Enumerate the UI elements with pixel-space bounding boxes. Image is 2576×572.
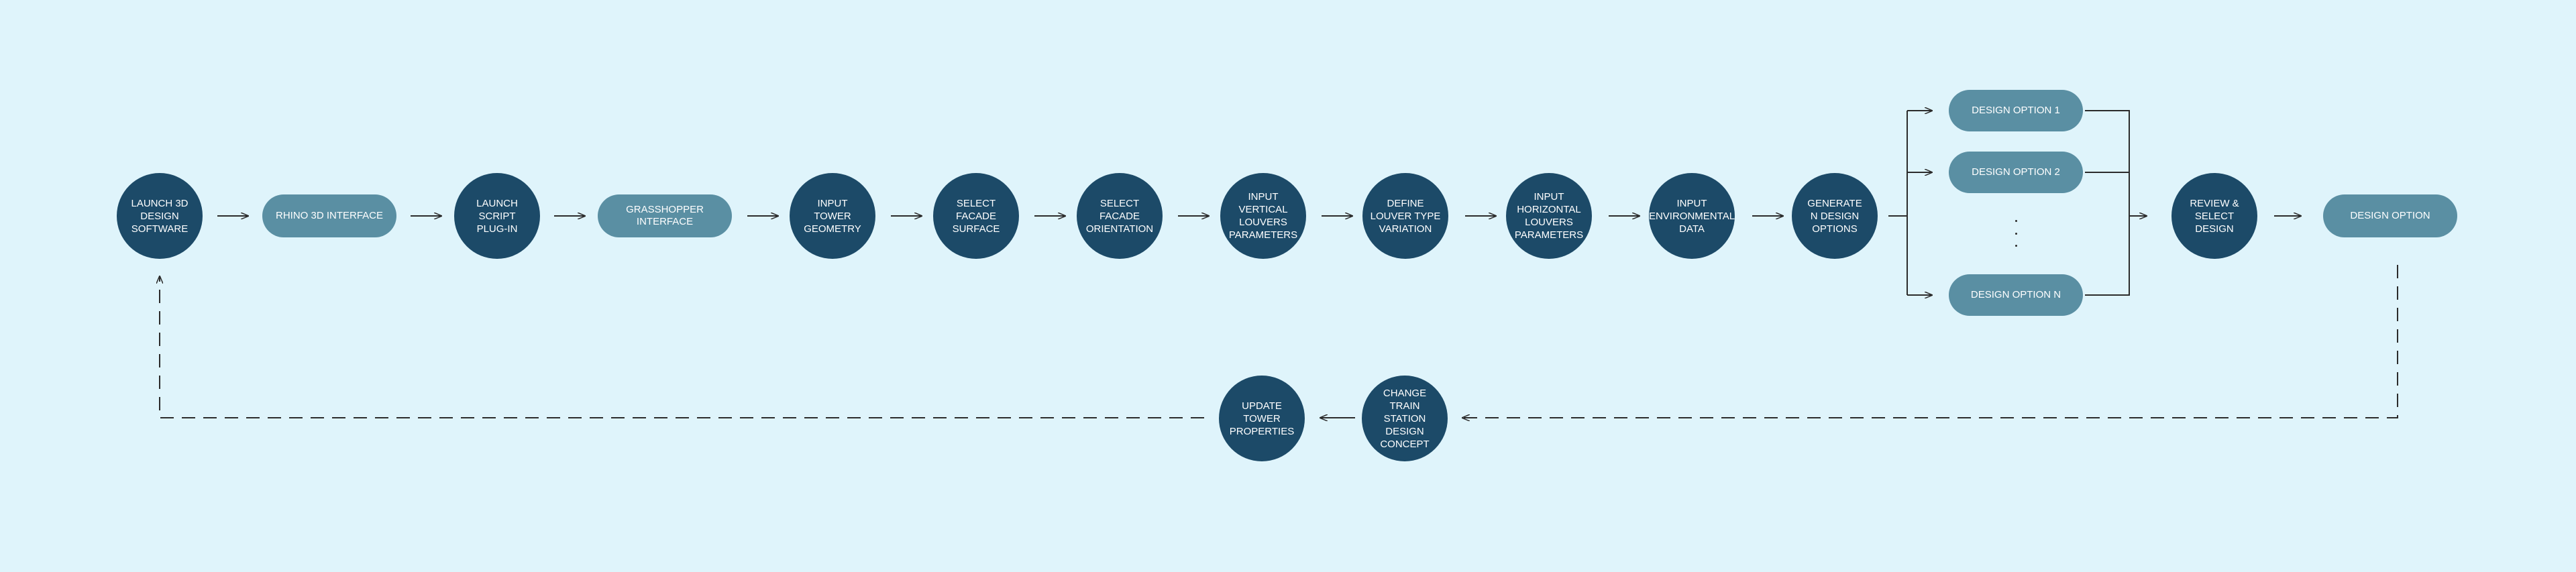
ellipsis-dot bbox=[2015, 232, 2017, 235]
node-design-option-1: DESIGN OPTION 1 bbox=[1949, 90, 2083, 131]
node-define-louver-type: DEFINE LOUVER TYPE VARIATION bbox=[1362, 173, 1448, 259]
node-label: DESIGN OPTION 2 bbox=[1972, 166, 2060, 178]
node-label: UPDATE TOWER PROPERTIES bbox=[1229, 400, 1295, 437]
node-label: LAUNCH 3D DESIGN SOFTWARE bbox=[131, 197, 189, 235]
node-label: DEFINE LOUVER TYPE VARIATION bbox=[1370, 197, 1441, 235]
node-label: CHANGE TRAIN STATION DESIGN CONCEPT bbox=[1380, 387, 1430, 450]
ellipsis-more-options bbox=[2015, 220, 2017, 247]
node-design-option-n: DESIGN OPTION n bbox=[1949, 274, 2083, 316]
node-label: DESIGN OPTION n bbox=[1970, 289, 2061, 300]
node-input-tower-geometry: INPUT TOWER GEOMETRY bbox=[790, 173, 875, 259]
node-launch-script-plugin: LAUNCH SCRIPT PLUG-IN bbox=[454, 173, 540, 259]
branch-generate-options bbox=[1888, 111, 1908, 295]
node-grasshopper-interface: GRASSHOPPER INTERFACE bbox=[598, 194, 732, 237]
node-label: SELECT FACADE SURFACE bbox=[952, 197, 1000, 235]
dashed-design-option-to-change bbox=[1462, 265, 2398, 418]
node-label: DESIGN OPTION 1 bbox=[1972, 105, 2060, 116]
node-label: INPUT TOWER GEOMETRY bbox=[804, 197, 861, 235]
node-label: DESIGN OPTION bbox=[2350, 210, 2430, 221]
node-input-environmental-data: INPUT ENVIRONMENTAL DATA bbox=[1649, 173, 1735, 259]
node-label: INPUT HORIZONTAL LOUVERS PARAMETERS bbox=[1514, 191, 1584, 241]
node-label: INPUT VERTICAL LOUVERS PARAMETERS bbox=[1228, 191, 1298, 241]
node-label: LAUNCH SCRIPT PLUG-IN bbox=[476, 197, 518, 235]
ellipsis-dot bbox=[2015, 220, 2017, 222]
node-label: GENERATE n DESIGN OPTIONS bbox=[1807, 197, 1862, 235]
node-review-select-design: REVIEW & SELECT DESIGN bbox=[2171, 173, 2257, 259]
node-generate-design-options: GENERATE n DESIGN OPTIONS bbox=[1792, 173, 1878, 259]
node-input-vertical-louvers: INPUT VERTICAL LOUVERS PARAMETERS bbox=[1220, 173, 1306, 259]
node-change-train-station-concept: CHANGE TRAIN STATION DESIGN CONCEPT bbox=[1362, 376, 1448, 461]
merge-options-review bbox=[2085, 110, 2130, 296]
node-design-option-2: DESIGN OPTION 2 bbox=[1949, 152, 2083, 193]
node-select-facade-orientation: SELECT FACADE ORIENTATION bbox=[1077, 173, 1163, 259]
node-label: RHINO 3D INTERFACE bbox=[275, 210, 384, 221]
node-update-tower-properties: UPDATE TOWER PROPERTIES bbox=[1219, 376, 1305, 461]
node-launch-3d-software: LAUNCH 3D DESIGN SOFTWARE bbox=[117, 173, 203, 259]
node-label: INPUT ENVIRONMENTAL DATA bbox=[1648, 197, 1735, 235]
ellipsis-dot bbox=[2015, 245, 2017, 247]
node-rhino-3d-interface: RHINO 3D INTERFACE bbox=[262, 194, 396, 237]
node-select-facade-surface: SELECT FACADE SURFACE bbox=[933, 173, 1019, 259]
node-label: SELECT FACADE ORIENTATION bbox=[1085, 197, 1154, 235]
node-label: GRASSHOPPER INTERFACE bbox=[626, 204, 704, 227]
dashed-update-to-launch bbox=[160, 276, 1204, 418]
node-input-horizontal-louvers: INPUT HORIZONTAL LOUVERS PARAMETERS bbox=[1506, 173, 1592, 259]
node-design-option: DESIGN OPTION bbox=[2323, 194, 2457, 237]
node-label: REVIEW & SELECT DESIGN bbox=[2190, 197, 2239, 235]
